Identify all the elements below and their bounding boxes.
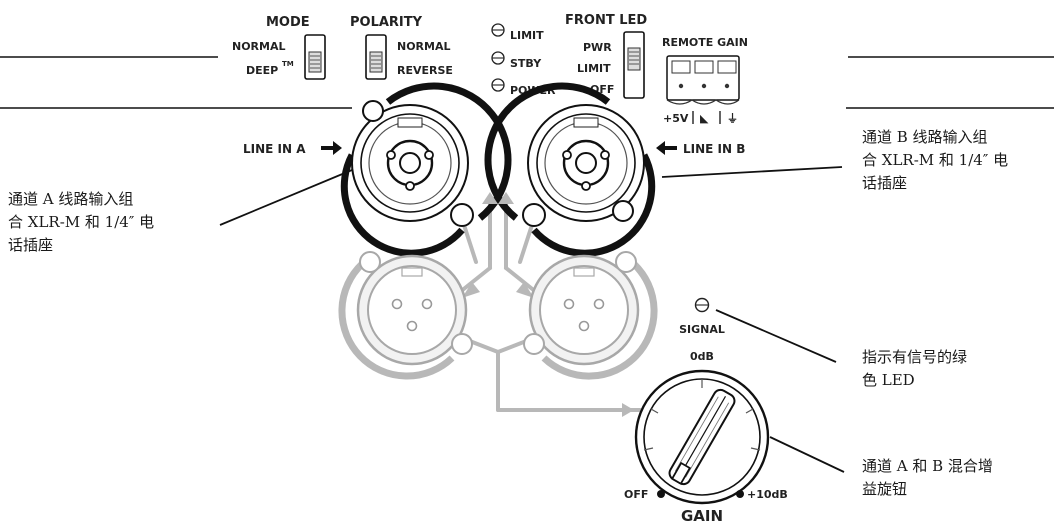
mode-slide-switch[interactable] <box>304 34 326 80</box>
line-in-a-combo-jack[interactable] <box>340 82 512 257</box>
remote-gain-title: REMOTE GAIN <box>662 36 748 49</box>
callout-mix-gain-knob: 通道 A 和 B 混合增 益旋钮 <box>862 455 993 501</box>
line-in-b-combo-jack[interactable] <box>484 82 656 257</box>
remote-gain-terminal-block[interactable] <box>666 55 740 105</box>
front-led-option-pwr: PWR <box>583 41 612 54</box>
line-in-b-arrow-icon <box>656 141 677 155</box>
callout-channel-b-line-1: 通道 B 线路输入组 <box>862 128 988 146</box>
polarity-slide-switch[interactable] <box>365 34 387 80</box>
polarity-switch-group: POLARITY NORMAL REVERSE <box>350 15 453 80</box>
stby-led: STBY <box>491 51 542 70</box>
callout-leader-lines <box>219 166 845 473</box>
polarity-option-reverse: REVERSE <box>397 64 453 77</box>
callout-signal-led-line-2: 色 LED <box>862 371 915 389</box>
callout-channel-a-line-3: 话插座 <box>8 236 54 254</box>
remote-gain-group: REMOTE GAIN +5V ◣ ⏚ <box>662 36 748 125</box>
callout-channel-a-input: 通道 A 线路输入组 合 XLR-M 和 1/4″ 电 话插座 <box>8 188 154 257</box>
gain-max-dot-icon <box>736 490 744 498</box>
gain-knob-mark-off: OFF <box>624 488 648 501</box>
remote-gain-pin-5v: +5V <box>663 112 689 125</box>
signal-led: SIGNAL <box>679 297 725 336</box>
gain-knob-mark-10db: +10dB <box>747 488 788 501</box>
line-in-b-label-group: LINE IN B <box>656 141 745 156</box>
mode-title: MODE <box>266 15 310 30</box>
gain-knob[interactable] <box>634 369 770 505</box>
panel-divider-lines <box>0 56 1054 109</box>
line-in-a-arrow-icon <box>321 141 342 155</box>
callout-signal-led-line-1: 指示有信号的绿 <box>862 348 968 366</box>
mode-switch-group: MODE NORMAL DEEP TM <box>232 15 326 80</box>
gain-knob-group: 0dB OFF +10dB GAIN <box>624 350 788 525</box>
callout-channel-b-line-2: 合 XLR-M 和 1/4″ 电 <box>862 151 1009 169</box>
gain-knob-mark-0db: 0dB <box>690 350 714 363</box>
line-in-a-label: LINE IN A <box>243 142 306 156</box>
polarity-title: POLARITY <box>350 15 423 30</box>
signal-flow-arrowheads <box>462 192 634 417</box>
gain-min-dot-icon <box>657 490 665 498</box>
callout-signal-led: 指示有信号的绿 色 LED <box>862 346 967 392</box>
remote-gain-pin-ground: ⏚ <box>727 112 738 125</box>
mode-option-normal: NORMAL <box>232 40 286 53</box>
front-led-title: FRONT LED <box>565 13 647 28</box>
callout-mix-gain-line-2: 益旋钮 <box>862 480 908 498</box>
line-in-b-label: LINE IN B <box>683 142 745 156</box>
line-in-a-latch-icon[interactable] <box>362 100 384 122</box>
remote-gain-pin-signal: ◣ <box>700 112 709 125</box>
limit-led-label: LIMIT <box>510 29 544 42</box>
signal-led-label: SIGNAL <box>679 323 725 336</box>
polarity-option-normal: NORMAL <box>397 40 451 53</box>
callout-channel-a-line-2: 合 XLR-M 和 1/4″ 电 <box>8 213 155 231</box>
callout-mix-gain-line-1: 通道 A 和 B 混合增 <box>862 457 993 475</box>
line-in-a-label-group: LINE IN A <box>243 141 342 156</box>
callout-channel-a-line-1: 通道 A 线路输入组 <box>8 190 134 208</box>
callout-channel-b-line-3: 话插座 <box>862 174 908 192</box>
front-led-option-limit: LIMIT <box>577 62 611 75</box>
xlr-output-a[interactable] <box>338 251 473 380</box>
gain-knob-title: GAIN <box>681 507 723 525</box>
stby-led-label: STBY <box>510 57 542 70</box>
mode-option-deep: DEEP <box>246 64 278 77</box>
mode-deep-trademark: TM <box>282 60 294 68</box>
limit-led: LIMIT <box>491 23 544 42</box>
front-led-slide-switch[interactable] <box>623 31 645 99</box>
callout-channel-b-input: 通道 B 线路输入组 合 XLR-M 和 1/4″ 电 话插座 <box>862 126 1008 195</box>
line-in-b-latch-icon[interactable] <box>612 200 634 222</box>
xlr-output-b[interactable] <box>523 251 658 380</box>
